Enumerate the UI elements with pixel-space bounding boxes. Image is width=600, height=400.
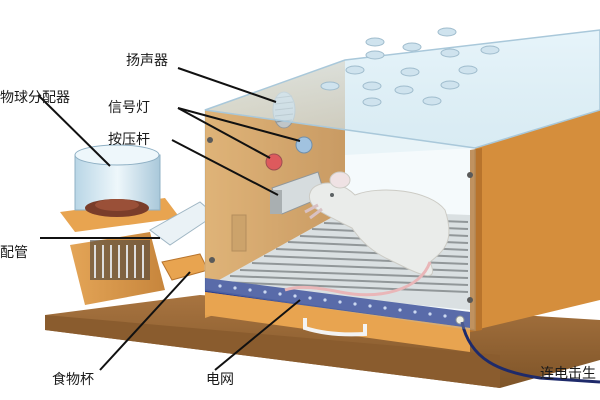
label-speaker: 扬声器 (126, 53, 168, 69)
label-food-cup: 食物杯 (52, 372, 94, 388)
label-signal-light: 信号灯 (108, 100, 150, 116)
label-tube: 配管 (0, 245, 28, 261)
leader-lines (37, 67, 301, 371)
label-shock: 连电击生 (540, 366, 596, 382)
pellet-dispenser (60, 144, 216, 305)
rat (284, 171, 450, 297)
label-pellet-dispenser: 物球分配器 (0, 90, 70, 106)
label-lever: 按压杆 (108, 132, 150, 148)
label-grid: 电网 (206, 372, 234, 388)
glass-enclosure (204, 27, 600, 331)
